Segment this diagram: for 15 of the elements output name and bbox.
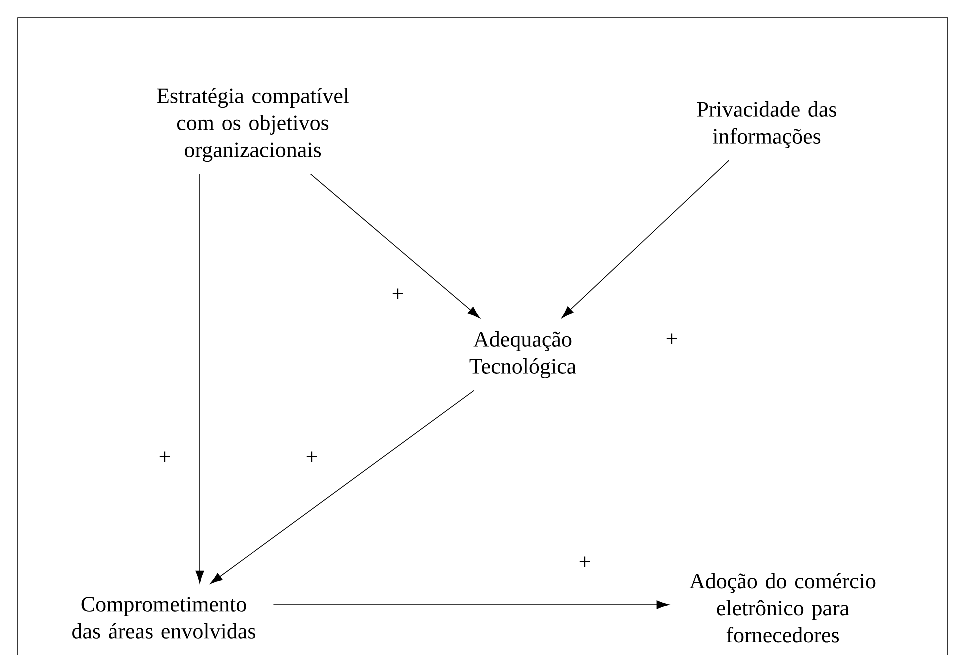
edge-label: + xyxy=(306,452,318,462)
arrow xyxy=(273,600,670,610)
node-text: Adequação Tecnológica xyxy=(470,332,576,378)
edge-label: + xyxy=(580,556,590,568)
edge-label: + xyxy=(160,452,170,462)
node-text: Adoção do comércio eletrônico para fornecedores xyxy=(690,573,876,643)
arrow xyxy=(196,174,204,584)
node-text: Estratégia compatível com os objetivos organizacionais xyxy=(157,88,350,162)
edge-label: + xyxy=(392,288,404,300)
node-text: Comprometimento das áreas envolvidas xyxy=(72,597,256,639)
arrow xyxy=(210,390,475,584)
node-text: Privacidade das informações xyxy=(697,102,836,148)
arrow xyxy=(310,174,480,318)
arrow xyxy=(562,160,730,318)
edge-label: + xyxy=(666,334,678,344)
